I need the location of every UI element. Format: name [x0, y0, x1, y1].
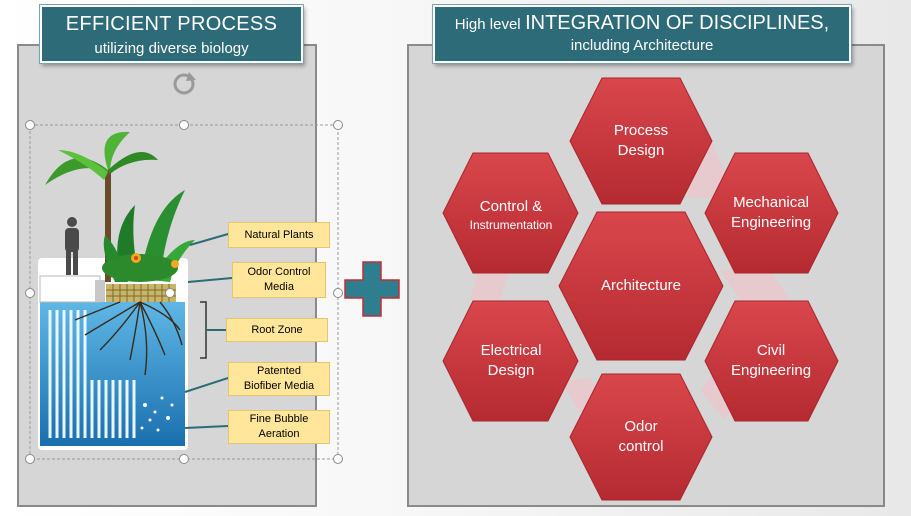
resize-handle[interactable]	[25, 120, 35, 130]
resize-handle[interactable]	[25, 288, 35, 298]
hex-text: Engineering	[730, 214, 812, 231]
label-text: Natural Plants	[244, 228, 314, 241]
leader-lines	[184, 233, 233, 429]
label-text: Biofiber Media	[243, 380, 315, 392]
right-banner: High level INTEGRATION OF DISCIPLINES, i…	[433, 5, 851, 63]
right-banner-title: High level INTEGRATION OF DISCIPLINES,	[435, 12, 849, 35]
hex-text: Odor	[624, 418, 658, 435]
label-text: Patented	[256, 365, 302, 377]
resize-handle[interactable]	[333, 288, 343, 298]
hexagons	[442, 77, 839, 501]
label-fine-bubble-aeration: Fine Bubble Aeration	[228, 410, 330, 444]
right-banner-title-big: INTEGRATION OF DISCIPLINES,	[525, 12, 830, 34]
label-text: Aeration	[258, 428, 300, 440]
hex-text: Engineering	[730, 362, 812, 379]
resize-handle[interactable]	[179, 454, 189, 464]
resize-handle[interactable]	[179, 120, 189, 130]
hex-text: Control &	[479, 198, 543, 215]
hex-civil	[704, 300, 839, 422]
hex-text: control	[618, 438, 664, 455]
right-banner-title-small: High level	[454, 16, 521, 33]
hex-text: Design	[487, 362, 535, 379]
label-text: Media	[264, 281, 294, 293]
label-text: Fine Bubble	[249, 413, 309, 425]
hex-text: Electrical	[480, 342, 542, 359]
resize-handle[interactable]	[333, 454, 343, 464]
hex-text: Architecture	[600, 277, 682, 294]
rotate-icon	[173, 72, 196, 95]
label-text: Odor Control	[247, 266, 311, 278]
hex-text: Process	[613, 122, 669, 139]
hex-control	[442, 152, 579, 274]
hex-text: Design	[617, 142, 665, 159]
plants-icon	[45, 131, 195, 282]
tank-illustration	[38, 131, 195, 450]
hex-text: Mechanical	[733, 194, 809, 211]
label-natural-plants: Natural Plants	[228, 222, 330, 248]
hex-electrical	[442, 300, 579, 422]
left-banner-title: EFFICIENT PROCESS	[65, 13, 278, 35]
hex-architecture	[558, 211, 724, 361]
left-banner: EFFICIENT PROCESS utilizing diverse biol…	[40, 5, 303, 63]
hex-label-architecture: Architecture	[581, 261, 701, 311]
resize-handle[interactable]	[333, 120, 343, 130]
label-root-zone: Root Zone	[226, 318, 328, 342]
resize-handle[interactable]	[25, 454, 35, 464]
hex-mechanical	[704, 152, 839, 274]
left-banner-subtitle: utilizing diverse biology	[94, 40, 249, 57]
hex-text: Civil	[756, 342, 786, 359]
label-odor-control-media: Odor Control Media	[232, 262, 326, 298]
hex-text: Instrumentation	[469, 218, 553, 232]
right-banner-subtitle: including Architecture	[570, 37, 714, 54]
hex-label-odor-control: Odor control	[581, 412, 701, 462]
hex-label-control: Control & Instrumentation	[451, 190, 571, 240]
plus-icon	[344, 261, 400, 317]
person-icon	[65, 217, 79, 275]
hex-process-design	[569, 77, 713, 205]
label-text: Root Zone	[251, 323, 303, 336]
resize-handle[interactable]	[165, 288, 175, 298]
hex-odor-control	[569, 373, 713, 501]
label-biofiber-media: Patented Biofiber Media	[228, 362, 330, 396]
